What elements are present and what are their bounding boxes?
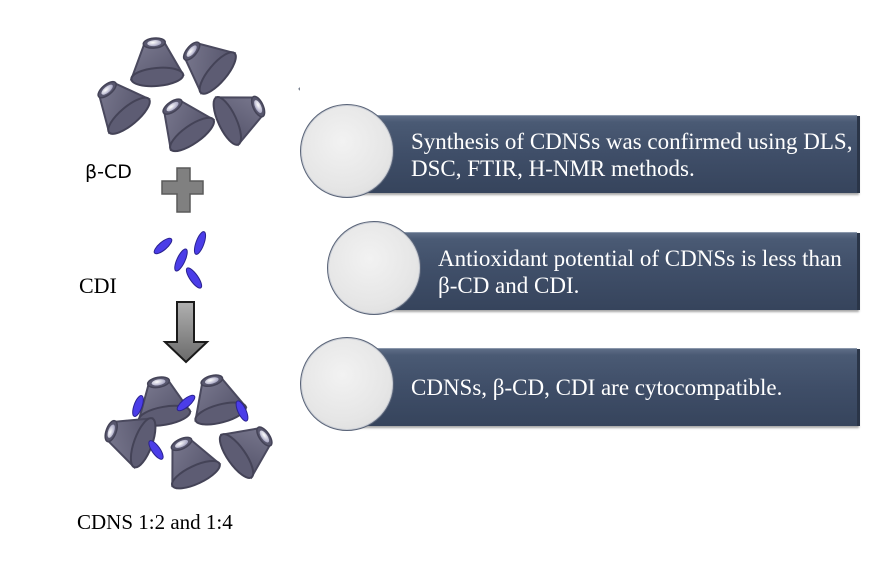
finding-banner-3: CDNSs, β-CD, CDI are cytocompatible. [345, 348, 860, 426]
cdi-molecule-icon [153, 237, 173, 255]
cdi-linker-icon [176, 394, 196, 412]
cdns-polymer [96, 368, 285, 495]
finding-circle-2 [327, 221, 421, 315]
cdi-molecules [153, 231, 207, 289]
cyclodextrin-cone-icon [170, 27, 243, 100]
finding-text-2: Antioxidant potential of CDNSs is less t… [438, 245, 842, 298]
cdi-molecule-icon [185, 267, 203, 289]
finding-circle-3 [300, 337, 394, 431]
finding-text-3: CDNSs, β-CD, CDI are cytocompatible. [411, 375, 783, 400]
beta-cd-label: β-CD [85, 161, 132, 183]
reaction-scheme [83, 27, 300, 495]
cyclodextrin-cone-icon [154, 427, 225, 495]
cdi-linker-icon [132, 395, 144, 417]
finding-banner-1: Synthesis of CDNSs was confirmed using D… [345, 115, 860, 193]
cdi-linker-icon [235, 400, 249, 422]
product-label: CDNS 1:2 and 1:4 [77, 510, 233, 534]
cyclodextrin-cone-icon [207, 79, 275, 150]
cdi-molecule-icon [174, 248, 188, 272]
plus-icon [161, 167, 204, 213]
beta-cd-cluster [83, 27, 275, 158]
cdi-molecule-icon [193, 231, 207, 255]
cyclodextrin-cone-icon [147, 86, 220, 158]
arrow-down-icon [162, 301, 210, 364]
cdi-label: CDI [79, 273, 117, 298]
cdi-linker-icon [148, 440, 164, 460]
finding-circle-1 [300, 104, 394, 198]
cyclodextrin-cone-icon [213, 411, 285, 484]
finding-text-1: Synthesis of CDNSs was confirmed using D… [411, 128, 853, 181]
finding-banner-2: Antioxidant potential of CDNSs is less t… [372, 232, 860, 310]
cyclodextrin-cone-icon [126, 34, 185, 90]
